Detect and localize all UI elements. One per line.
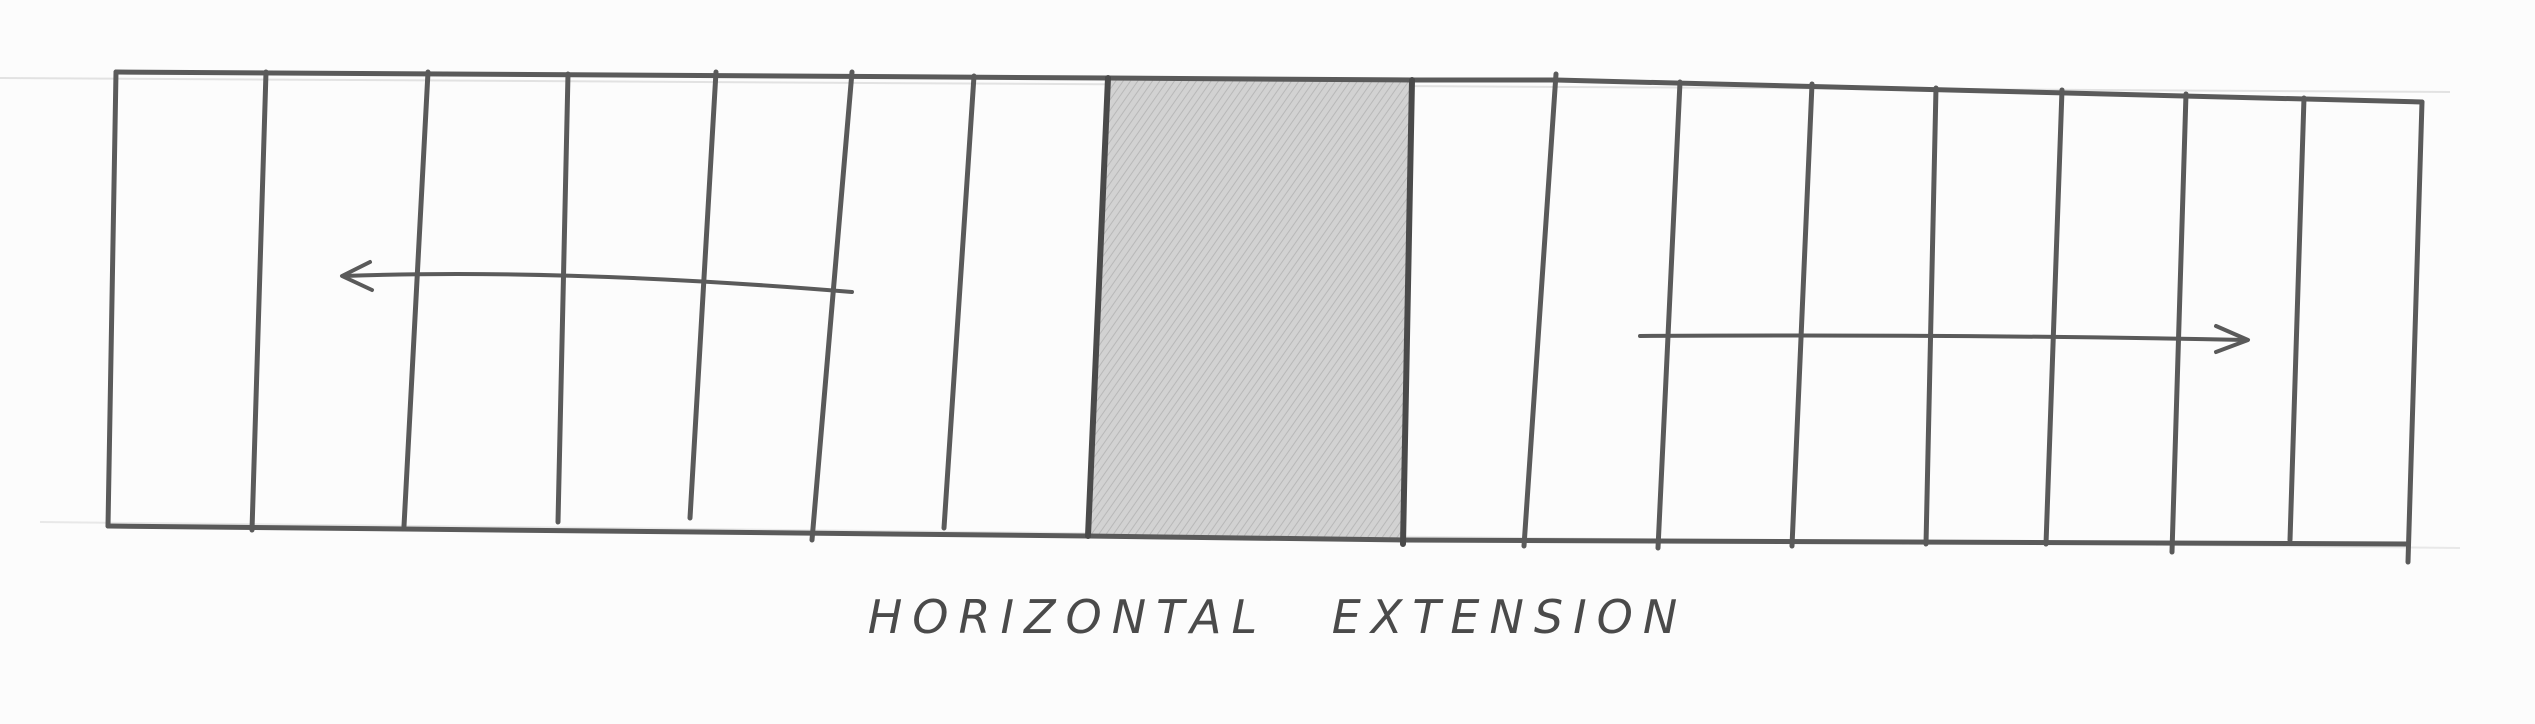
left-cell-divider	[941, 73, 977, 531]
right-cell-divider	[1521, 71, 1559, 549]
right-arrow-icon	[1638, 324, 2250, 354]
left-cell-divider	[555, 71, 571, 525]
strip-bottom-edge	[105, 523, 2411, 547]
shaded-cell-left-border	[1085, 75, 1111, 539]
caption-word-horizontal: HORIZONTAL	[867, 590, 1268, 644]
right-cell-divider	[2287, 95, 2307, 543]
right-cell-divider	[1655, 79, 1683, 551]
left-cell-divider	[809, 69, 855, 543]
right-cell-divider	[2169, 91, 2189, 555]
right-cell-divider	[1923, 85, 1939, 547]
left-cell-divider	[687, 69, 719, 521]
left-cells	[105, 69, 977, 543]
left-cell-divider	[249, 69, 269, 533]
left-cell-divider	[105, 69, 119, 529]
left-cell-divider	[401, 69, 431, 529]
shaded-center-cell	[1088, 78, 1412, 540]
right-cell-divider	[2405, 99, 2425, 565]
left-arrow-icon	[340, 260, 854, 294]
right-arrow-head	[2214, 324, 2250, 354]
caption-word-extension: EXTENSION	[1331, 590, 1688, 644]
shaded-cell-right-border	[1400, 77, 1415, 547]
right-arrow-shaft	[1638, 333, 2248, 342]
right-cell-divider	[1789, 81, 1815, 549]
right-cells	[1521, 71, 2425, 565]
right-cell-divider	[2043, 87, 2065, 547]
diagram-caption: HORIZONTAL EXTENSION	[0, 590, 2535, 644]
shaded-cell-borders	[1085, 75, 1415, 547]
left-arrow-head	[340, 260, 374, 292]
left-arrow-shaft	[342, 272, 854, 294]
